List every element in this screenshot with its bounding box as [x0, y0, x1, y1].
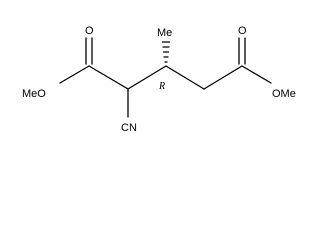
hashed-wedge-bond: [161, 41, 171, 63]
atom-methoxy-right: OMe: [272, 88, 296, 100]
atom-methyl: Me: [157, 27, 172, 39]
bond-c3-to-ch2: [165, 65, 205, 90]
bond-ester-left-to-o: [59, 65, 90, 84]
bond-ester-right-to-o: [241, 65, 272, 84]
bond-ester-left-to-c2: [88, 65, 129, 90]
atom-cyano: CN: [121, 122, 137, 134]
atom-methoxy-left: MeO: [22, 88, 46, 100]
stereo-descriptor: R: [158, 81, 165, 92]
bond-ch2-to-ester-right: [203, 65, 243, 90]
chemical-structure: O O MeO OMe Me CN R: [22, 25, 296, 134]
atom-o-top-left: O: [85, 25, 94, 37]
bond-c2-to-c3: [127, 65, 167, 90]
atom-o-top-right: O: [238, 25, 247, 37]
